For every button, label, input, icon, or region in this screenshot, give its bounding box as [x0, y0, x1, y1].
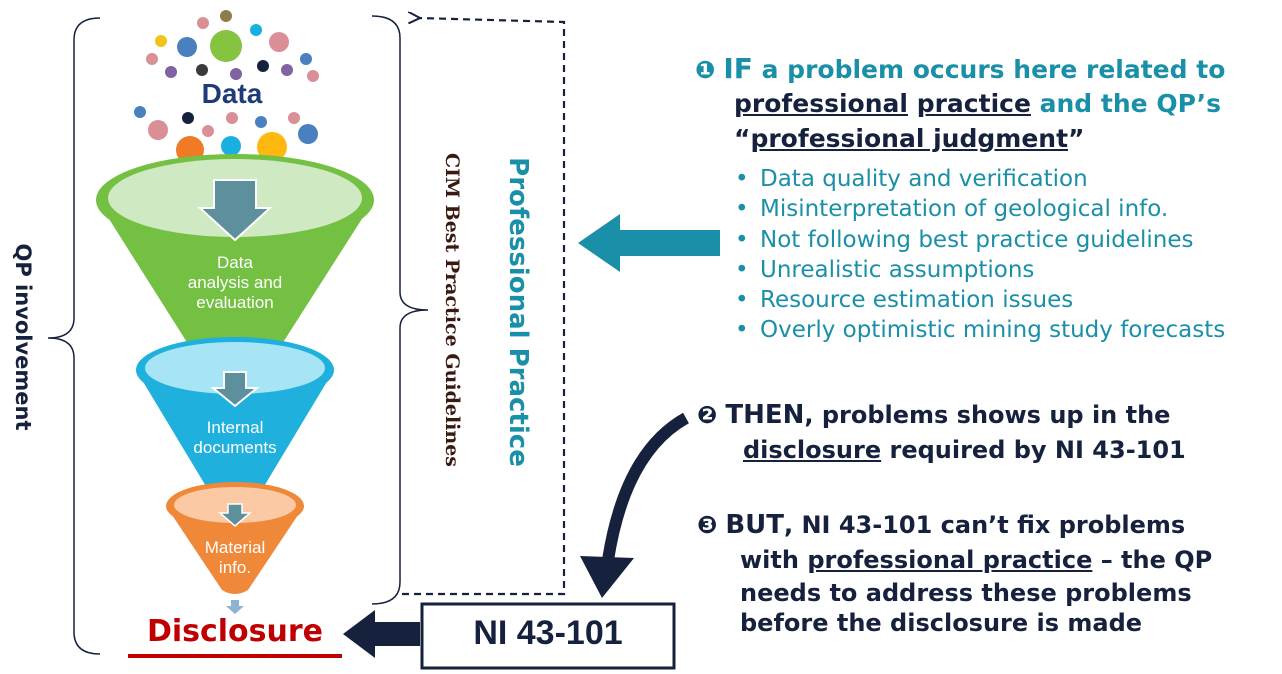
- point1-line3: “professional judgment”: [734, 124, 1084, 153]
- point3-line4: before the disclosure is made: [740, 609, 1143, 637]
- point1-badge: ❶: [695, 56, 716, 84]
- point1-line2-text: and the QP’s: [1039, 89, 1221, 118]
- point1-line1-text: a problem occurs here related to: [761, 55, 1226, 84]
- point3-but: BUT: [725, 510, 784, 540]
- point2-line1-text: , problems shows up in the: [804, 401, 1171, 429]
- point2-disclosure: disclosure: [743, 436, 882, 464]
- point3-line2: with professional practice – the QP: [740, 543, 1212, 577]
- funnel-arrow-1: [197, 179, 273, 242]
- funnel-label-analysis: Data analysis and evaluation: [187, 253, 283, 312]
- curved-arrow-shaft: [602, 412, 690, 561]
- cim-guidelines-label: CIM Best Practice Guidelines: [441, 152, 463, 467]
- point3-professional-practice: professional practice: [807, 546, 1093, 574]
- curved-arrow-head: [580, 556, 634, 598]
- point1-quote-close: ”: [1068, 124, 1085, 153]
- point2-then: THEN: [725, 400, 805, 430]
- point1-quote-open: “: [734, 124, 751, 153]
- point1-judgment: professional judgment: [750, 124, 1069, 153]
- funnel-arrow-2: [210, 371, 260, 408]
- dashed-feedback-path: [402, 18, 566, 596]
- funnel-arrow-4: [226, 600, 244, 614]
- point3-line3: needs to address these problems: [740, 579, 1192, 607]
- point1-professional: professional: [734, 89, 908, 118]
- teal-left-arrow: [578, 214, 720, 272]
- point3-line2-post: – the QP: [1100, 546, 1213, 574]
- cim-bracket: [371, 15, 429, 605]
- point3-line2-pre: with: [740, 546, 799, 574]
- bullet-item: Resource estimation issues: [735, 285, 1225, 315]
- point2-line2: disclosure required by NI 43-101: [743, 433, 1186, 467]
- ni-box-frame: [420, 602, 676, 670]
- qp-involvement-label: QP involvement: [11, 243, 35, 431]
- problem-bullet-list: Data quality and verification Misinterpr…: [735, 164, 1225, 346]
- funnel-stage-internal: [136, 337, 334, 494]
- point2-badge: ❷: [697, 401, 718, 429]
- bullet-item: Not following best practice guidelines: [735, 225, 1225, 255]
- point2-line2-text: required by NI 43-101: [889, 436, 1186, 464]
- bullet-item: Data quality and verification: [735, 164, 1225, 194]
- data-dots: [134, 10, 319, 174]
- bullet-item: Misinterpretation of geological info.: [735, 194, 1225, 224]
- qp-brace: [47, 17, 101, 655]
- point3-badge: ❸: [697, 511, 718, 539]
- point3-line1-text: , NI 43-101 can’t fix problems: [784, 511, 1186, 539]
- funnel-label-internal: Internal documents: [193, 418, 277, 457]
- data-label: Data: [201, 78, 263, 109]
- disclosure-label: Disclosure: [146, 614, 324, 649]
- bullet-item: Overly optimistic mining study forecasts: [735, 315, 1225, 345]
- point1-if: IF: [723, 52, 753, 85]
- ni-box-label: NI 43-101: [473, 614, 623, 652]
- funnel-arrow-3: [217, 503, 253, 527]
- bullet-item: Unrealistic assumptions: [735, 255, 1225, 285]
- point1-practice: practice: [916, 89, 1031, 118]
- professional-practice-label: Professional Practice: [503, 157, 533, 467]
- funnel-label-material: Material info.: [204, 538, 266, 577]
- point1-line2: professional practice and the QP’s: [734, 89, 1221, 118]
- ni-to-disclosure-arrow: [343, 610, 420, 658]
